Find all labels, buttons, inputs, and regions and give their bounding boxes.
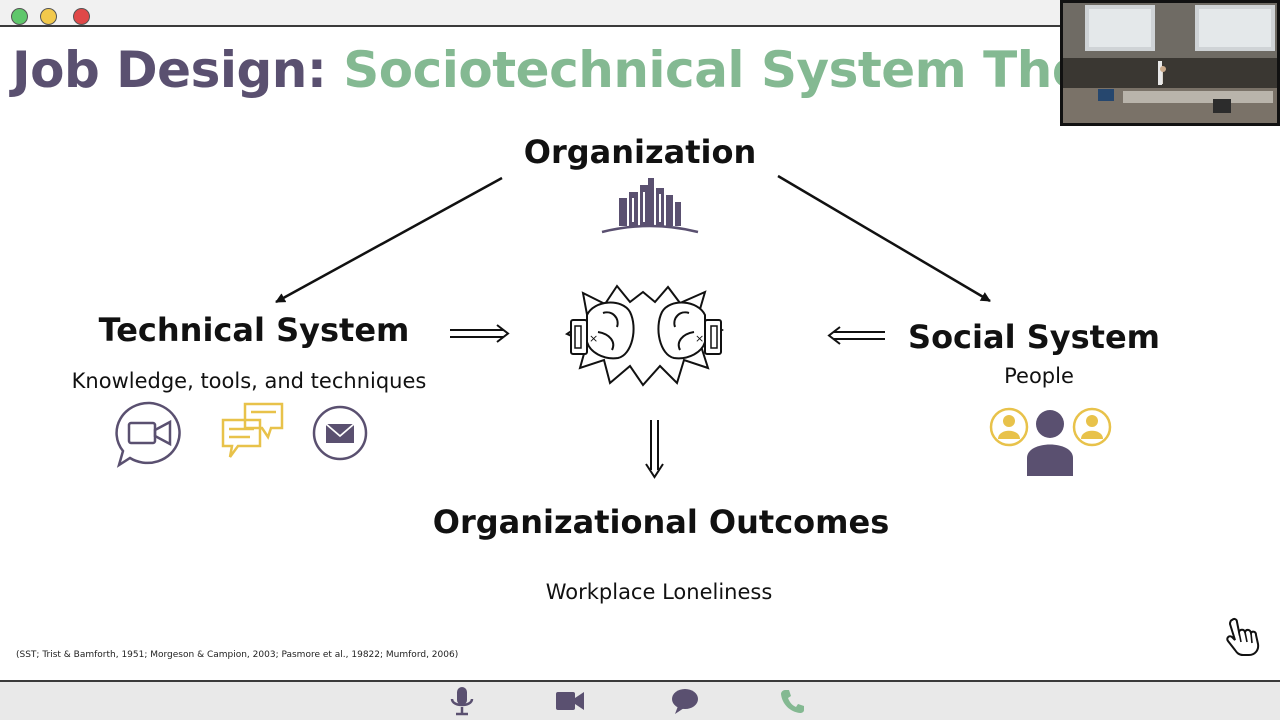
slide-title-prefix: Job Design: — [12, 41, 327, 99]
technical-system-subtitle: Knowledge, tools, and techniques — [71, 369, 427, 393]
window-yellow-button[interactable] — [40, 8, 57, 25]
video-chat-icon — [115, 401, 181, 468]
microphone-button[interactable] — [442, 682, 482, 720]
organizational-outcomes-label: Organizational Outcomes — [432, 503, 890, 541]
technical-to-center-arrow — [450, 324, 510, 343]
classroom-video-feed — [1063, 3, 1277, 123]
svg-text:×: × — [695, 332, 704, 345]
social-system-label: Social System — [908, 318, 1160, 356]
camera-button[interactable] — [550, 682, 590, 720]
phone-button[interactable] — [773, 682, 813, 720]
center-to-outcomes-arrow — [645, 420, 664, 479]
hand-pointer-cursor — [1226, 617, 1260, 656]
social-system-subtitle: People — [1004, 364, 1074, 388]
org-to-technical-arrow — [275, 176, 503, 304]
social-to-center-arrow — [827, 326, 885, 345]
citation: (SST; Trist & Bamforth, 1951; Morgeson &… — [16, 650, 459, 660]
call-controls-bar — [0, 680, 1280, 720]
window-green-button[interactable] — [11, 8, 28, 25]
people-group-icon — [989, 407, 1112, 476]
video-camera-icon — [556, 692, 584, 710]
chat-bubbles-icon — [221, 402, 284, 458]
organization-label: Organization — [523, 133, 757, 171]
phone-icon — [781, 690, 804, 713]
window-red-button[interactable] — [73, 8, 90, 25]
org-to-social-arrow — [777, 174, 991, 303]
participant-video-thumbnail[interactable] — [1060, 0, 1280, 126]
technical-system-label: Technical System — [98, 311, 410, 349]
organizational-outcomes-subtitle: Workplace Loneliness — [545, 580, 773, 604]
mail-icon — [312, 405, 368, 461]
microphone-icon — [450, 687, 474, 716]
chat-icon — [672, 689, 698, 714]
boxing-gloves-clash-icon: × × — [564, 284, 724, 387]
chat-button[interactable] — [665, 682, 705, 720]
svg-text:×: × — [589, 332, 598, 345]
buildings-icon — [601, 178, 699, 234]
